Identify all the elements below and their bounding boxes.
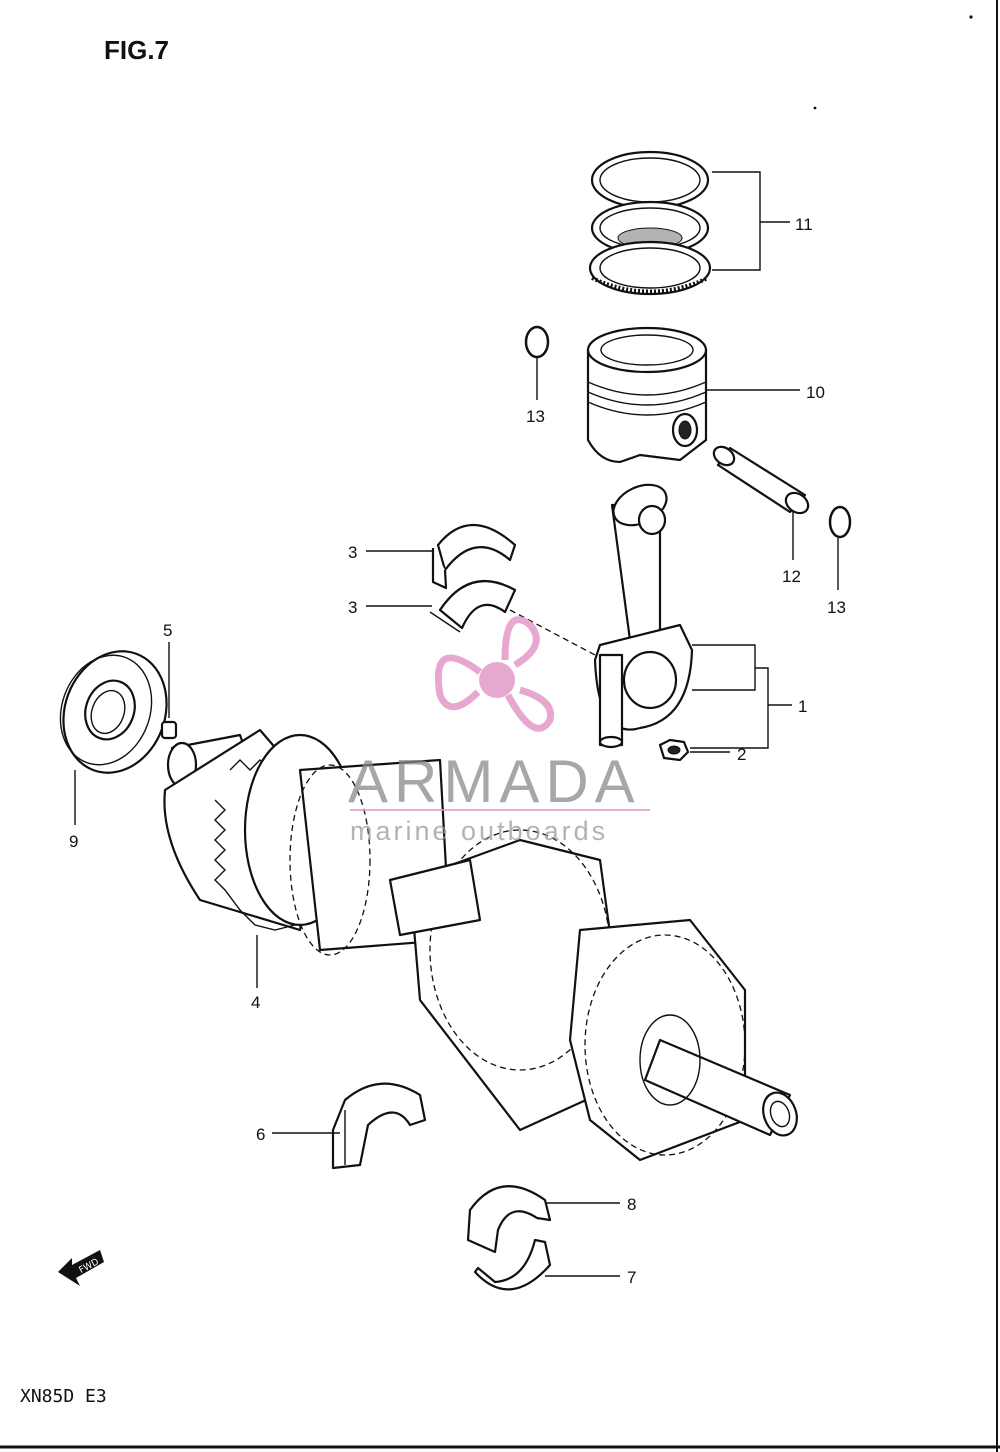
conrod-bearing-upper	[431, 523, 517, 590]
figure-title: FIG.7	[104, 35, 169, 65]
callout-8: 8	[627, 1195, 636, 1214]
propeller-logo-icon	[434, 616, 555, 732]
piston-pin-circlip-left	[524, 325, 550, 359]
oil-seal	[59, 650, 168, 774]
fwd-label: FWD	[78, 1257, 101, 1276]
piston-pin	[712, 445, 810, 515]
connecting-rod	[593, 483, 694, 749]
callout-3-lower: 3	[348, 598, 357, 617]
thrust-bearing	[331, 1082, 427, 1170]
conrod-bearing-lower	[429, 580, 517, 633]
callout-7: 7	[627, 1268, 636, 1287]
crankshaft	[163, 728, 798, 1162]
piston	[586, 326, 708, 464]
callout-13-upper: 13	[526, 407, 545, 426]
watermark-tagline: marine outboards	[350, 816, 608, 846]
crankshaft-bearing-lower	[473, 1238, 552, 1291]
callout-6: 6	[256, 1125, 265, 1144]
watermark-brand: ARMADA	[348, 748, 641, 815]
piston-rings	[588, 150, 712, 296]
model-code: XN85D E3	[20, 1386, 107, 1407]
callout-1: 1	[798, 697, 807, 716]
callout-9: 9	[69, 832, 78, 851]
callout-12: 12	[782, 567, 801, 586]
dowel-pin	[160, 720, 178, 740]
conrod-nut	[658, 738, 690, 762]
callout-11: 11	[795, 215, 813, 234]
crankshaft-bearing-upper	[466, 1185, 552, 1254]
piston-pin-circlip-right	[828, 505, 852, 539]
forward-arrow-icon: FWD	[58, 1250, 104, 1286]
callout-13-lower: 13	[827, 598, 846, 617]
callout-2: 2	[737, 745, 746, 764]
callout-10: 10	[806, 383, 825, 402]
callout-4: 4	[251, 993, 260, 1012]
callout-3-upper: 3	[348, 543, 357, 562]
callout-5: 5	[163, 621, 172, 640]
